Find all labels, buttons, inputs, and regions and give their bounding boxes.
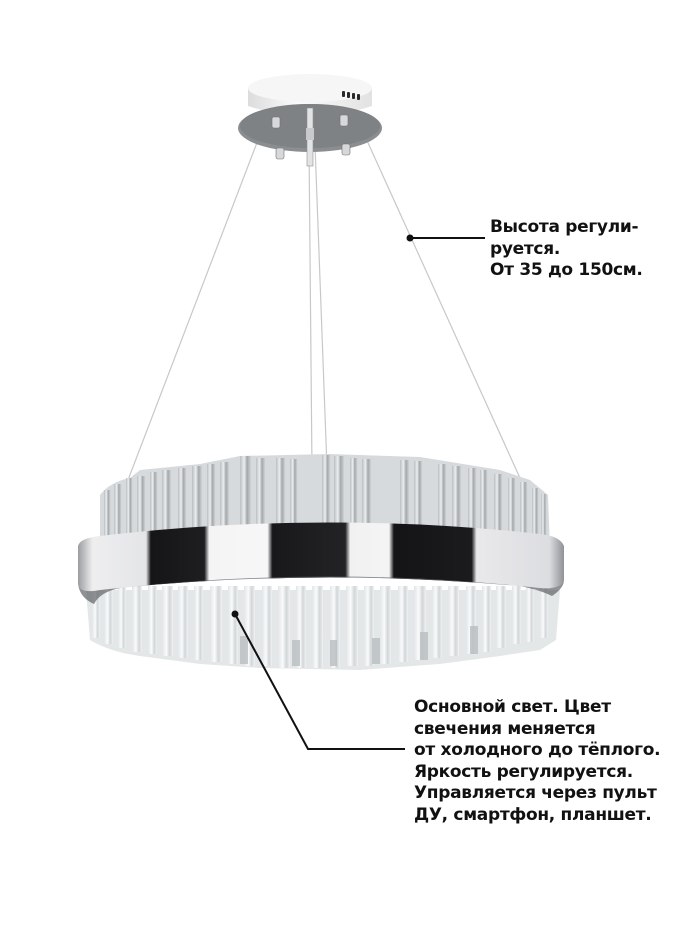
height-adjustment-callout: Высота регули- руется. От 35 до 150см. <box>490 217 643 282</box>
callout-line: От 35 до 150см. <box>490 260 643 280</box>
callout-line: Управляется через пульт <box>414 783 657 803</box>
height-callout-pointer <box>406 234 485 242</box>
ceiling-canopy <box>238 74 382 167</box>
callout-line: ДУ, смартфон, планшет. <box>414 804 652 825</box>
suspension-cables <box>127 133 521 481</box>
callout-line: Высота регули- <box>490 217 639 237</box>
chrome-ring <box>78 522 564 604</box>
callout-line: Основной свет. Цвет <box>414 697 611 717</box>
callout-line: Яркость регулируется. <box>414 761 633 782</box>
callout-line: от холодного до тёплого. <box>414 740 661 760</box>
light-callout-pointer <box>231 610 405 750</box>
main-light-callout: Основной свет. Цвет свечения меняется от… <box>414 697 661 826</box>
crystal-rods-lower <box>86 586 560 670</box>
callout-line: руется. <box>490 238 560 259</box>
callout-line: свечения меняется <box>414 718 596 739</box>
